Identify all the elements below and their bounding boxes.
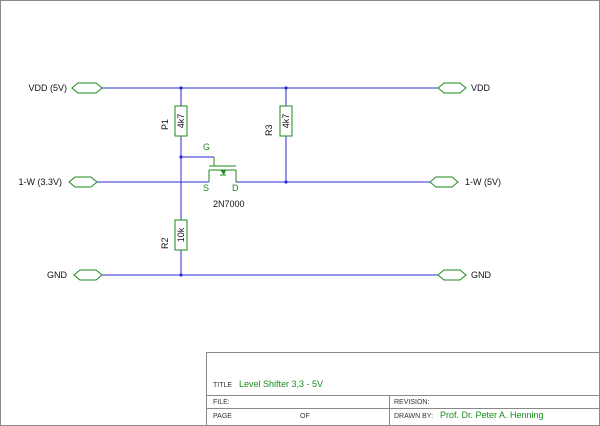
port-gnd-right[interactable]: GND — [437, 269, 492, 281]
port-one-wire-left[interactable]: 1-W (3.3V) — [18, 176, 98, 188]
junctions — [179, 86, 288, 277]
junction-dot — [284, 86, 288, 90]
junction-dot — [284, 180, 288, 184]
resistor-r3-value: 4k7 — [281, 114, 291, 129]
resistor-r2[interactable]: 10k R2 — [160, 219, 188, 251]
title-label: TITLE — [213, 382, 232, 389]
port-vdd-left[interactable]: VDD (5V) — [28, 82, 103, 94]
resistor-p1[interactable]: 4k7 P1 — [160, 105, 188, 137]
file-label: FILE: — [213, 399, 230, 406]
resistor-r2-ref: R2 — [160, 237, 170, 249]
mosfet-part-number: 2N7000 — [213, 199, 245, 209]
junction-dot — [179, 86, 183, 90]
port-vdd-right-label: VDD — [471, 83, 491, 93]
resistor-p1-ref: P1 — [160, 119, 170, 130]
revision-label: REVISION: — [394, 399, 429, 406]
mosfet-2n7000[interactable]: G S D 2N7000 — [203, 142, 245, 209]
wires — [97, 87, 438, 276]
of-label: OF — [300, 413, 310, 420]
title-value: Level Shifter 3,3 - 5V — [239, 379, 323, 389]
port-one-wire-right-label: 1-W (5V) — [465, 177, 501, 187]
page-label: PAGE — [213, 413, 232, 420]
title-block: TITLE Level Shifter 3,3 - 5V FILE: REVIS… — [206, 352, 600, 426]
mosfet-pin-source: S — [203, 183, 209, 193]
drawn-by-label: DRAWN BY: — [394, 413, 433, 420]
junction-dot — [179, 273, 183, 277]
port-one-wire-right[interactable]: 1-W (5V) — [429, 176, 501, 188]
mosfet-arrow-icon — [220, 170, 226, 175]
port-gnd-left[interactable]: GND — [47, 269, 103, 281]
mosfet-pin-drain: D — [232, 183, 239, 193]
mosfet-pin-gate: G — [203, 142, 210, 152]
port-gnd-left-label: GND — [47, 270, 68, 280]
port-gnd-right-label: GND — [471, 270, 492, 280]
drawn-by-value: Prof. Dr. Peter A. Henning — [440, 410, 544, 420]
resistor-r3[interactable]: 4k7 R3 — [264, 105, 293, 137]
port-vdd-right[interactable]: VDD — [437, 82, 491, 94]
port-vdd-left-label: VDD (5V) — [28, 83, 67, 93]
port-one-wire-left-label: 1-W (3.3V) — [18, 177, 62, 187]
junction-dot — [179, 155, 183, 159]
resistor-p1-value: 4k7 — [176, 114, 186, 129]
resistor-r3-ref: R3 — [264, 124, 274, 136]
resistor-r2-value: 10k — [176, 227, 186, 242]
